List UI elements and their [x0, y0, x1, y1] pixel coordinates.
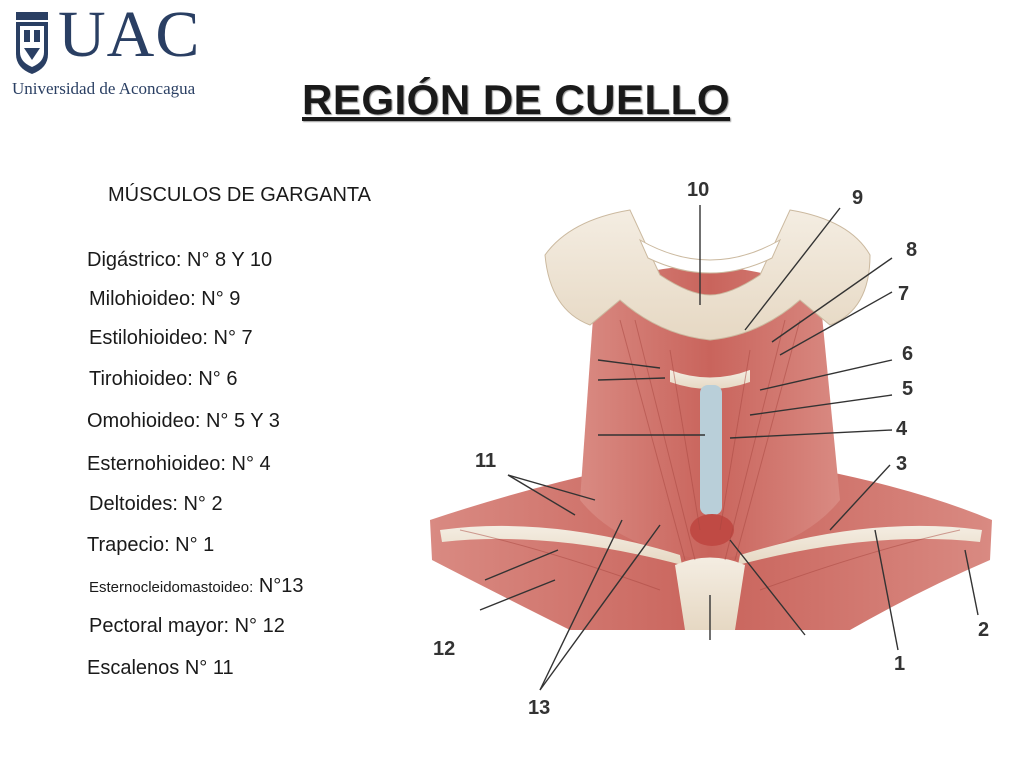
university-logo: UAC Universidad de Aconcagua — [12, 2, 202, 100]
muscle-item: Escalenos N° 11 — [87, 657, 234, 679]
muscle-item: Trapecio: N° 1 — [87, 534, 215, 556]
page-title: REGIÓN DE CUELLO — [301, 76, 731, 123]
sternum — [675, 557, 745, 630]
muscle-item: Deltoides: N° 2 — [89, 493, 223, 515]
figure-label: 1 — [894, 653, 905, 675]
figure-label: 10 — [687, 179, 709, 201]
right-clavicle — [738, 525, 982, 565]
hyoid-bone — [670, 370, 750, 389]
figure-label: 12 — [433, 638, 455, 660]
muscle-item: Pectoral mayor: N° 12 — [89, 615, 285, 637]
figure-label: 8 — [906, 239, 917, 261]
figure-label: 11 — [475, 450, 496, 472]
muscle-item: Esternohioideo: N° 4 — [87, 453, 271, 475]
muscle-item: Tirohioideo: N° 6 — [89, 368, 238, 390]
figure-label: 13 — [528, 697, 550, 719]
leader-lines — [479, 205, 979, 691]
mandible-bone — [544, 209, 871, 341]
logo-name: UAC — [58, 0, 201, 71]
figure-label: 9 — [852, 187, 863, 209]
muscle-item: Omohioideo: N° 5 Y 3 — [87, 410, 280, 432]
muscle-item: Milohioideo: N° 9 — [89, 288, 241, 310]
neck-anatomy-illustration: 10 9 8 7 6 5 4 3 11 2 1 12 13 — [430, 179, 992, 719]
figure-label: 3 — [896, 453, 907, 475]
figure-number-labels: 10 9 8 7 6 5 4 3 11 2 1 12 13 — [433, 179, 989, 719]
muscle-item: Estilohioideo: N° 7 — [89, 327, 253, 349]
section-subtitle: MÚSCULOS DE GARGANTA — [108, 184, 371, 206]
figure-label: 7 — [898, 283, 909, 305]
muscle-item-number: N°13 — [253, 575, 304, 597]
figure-label: 5 — [902, 378, 913, 400]
muscle-fibers — [459, 319, 961, 591]
figure-label: 6 — [902, 343, 913, 365]
figure-label: 4 — [896, 418, 908, 440]
muscle-item: Esternocleidomastoideo: N°13 — [89, 575, 304, 598]
thyroid-gland — [690, 514, 734, 546]
muscle-item-name: Esternocleidomastoideo: — [89, 579, 254, 596]
muscle-item: Digástrico: N° 8 Y 10 — [87, 249, 273, 271]
trachea — [700, 385, 722, 515]
logo-subtitle: Universidad de Aconcagua — [12, 79, 196, 98]
figure-label: 2 — [978, 619, 989, 641]
crest-icon — [16, 12, 48, 74]
teeth — [638, 238, 782, 274]
left-clavicle — [440, 525, 682, 565]
